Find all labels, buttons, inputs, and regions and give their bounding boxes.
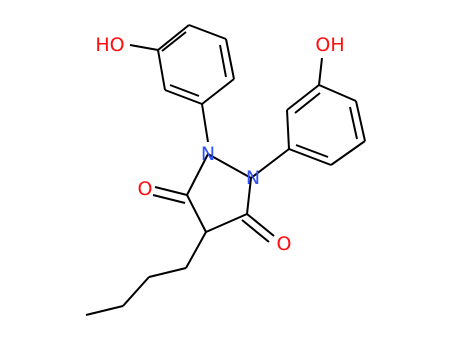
- bond-ring-b-5: [330, 140, 366, 166]
- bond-ring-a-3: [157, 49, 166, 91]
- bond-ring-b-oh: [318, 57, 323, 86]
- bond-n2-ring-b: [250, 148, 290, 179]
- bond-n2-c3: [246, 177, 252, 215]
- bond-ring-a-1: [188, 24, 227, 40]
- bond-ring-b-6: [288, 148, 332, 166]
- bond-ring-a-5: [201, 78, 235, 105]
- bond-ring-a-oh: [129, 44, 159, 51]
- bond-n1-n2: [207, 153, 252, 179]
- hydroxyl-label-right: OH: [315, 34, 344, 56]
- bond-ring-b-6-inner: [295, 144, 329, 158]
- bond-c3-o-1: [246, 213, 275, 237]
- bond-ring-a-6-inner: [219, 44, 227, 78]
- bond-butyl-3: [122, 276, 150, 307]
- bond-ring-a-2-inner: [161, 31, 187, 52]
- bond-c5-o-1: [154, 186, 188, 196]
- bond-ring-b-2: [286, 84, 320, 111]
- nitrogen-label-1: N: [201, 143, 215, 165]
- hydroxyl-label-left: HO: [95, 34, 124, 56]
- bond-butyl-2: [148, 267, 187, 278]
- bond-ring-b-4: [355, 100, 366, 142]
- bond-c4-c5: [186, 194, 207, 233]
- bond-ring-a-4-inner: [169, 84, 200, 97]
- bond-c3-c4: [205, 213, 248, 233]
- bond-ring-a-4: [164, 89, 203, 105]
- bond-ring-a-2: [157, 24, 190, 51]
- bond-layer: [85, 24, 366, 316]
- bond-ring-a-6: [225, 38, 235, 80]
- carbonyl-oxygen-label-right: O: [277, 233, 292, 255]
- bond-c3-o-2: [241, 219, 270, 243]
- bond-n1-c5: [186, 153, 209, 196]
- bond-ring-b-1: [286, 109, 290, 150]
- bond-ring-b-3: [318, 84, 357, 102]
- carbonyl-oxygen-label-left: O: [138, 178, 153, 200]
- nitrogen-label-2: N: [246, 167, 260, 189]
- bond-butyl-4: [85, 305, 124, 316]
- atom-label-layer: HO OH N N O O: [95, 34, 344, 255]
- bond-ring-b-2-inner: [294, 92, 321, 114]
- bond-c5-o-2: [152, 194, 186, 204]
- bond-ring-a-n: [201, 103, 209, 143]
- bond-butyl-1: [185, 231, 207, 269]
- bond-ring-b-4-inner: [349, 106, 358, 140]
